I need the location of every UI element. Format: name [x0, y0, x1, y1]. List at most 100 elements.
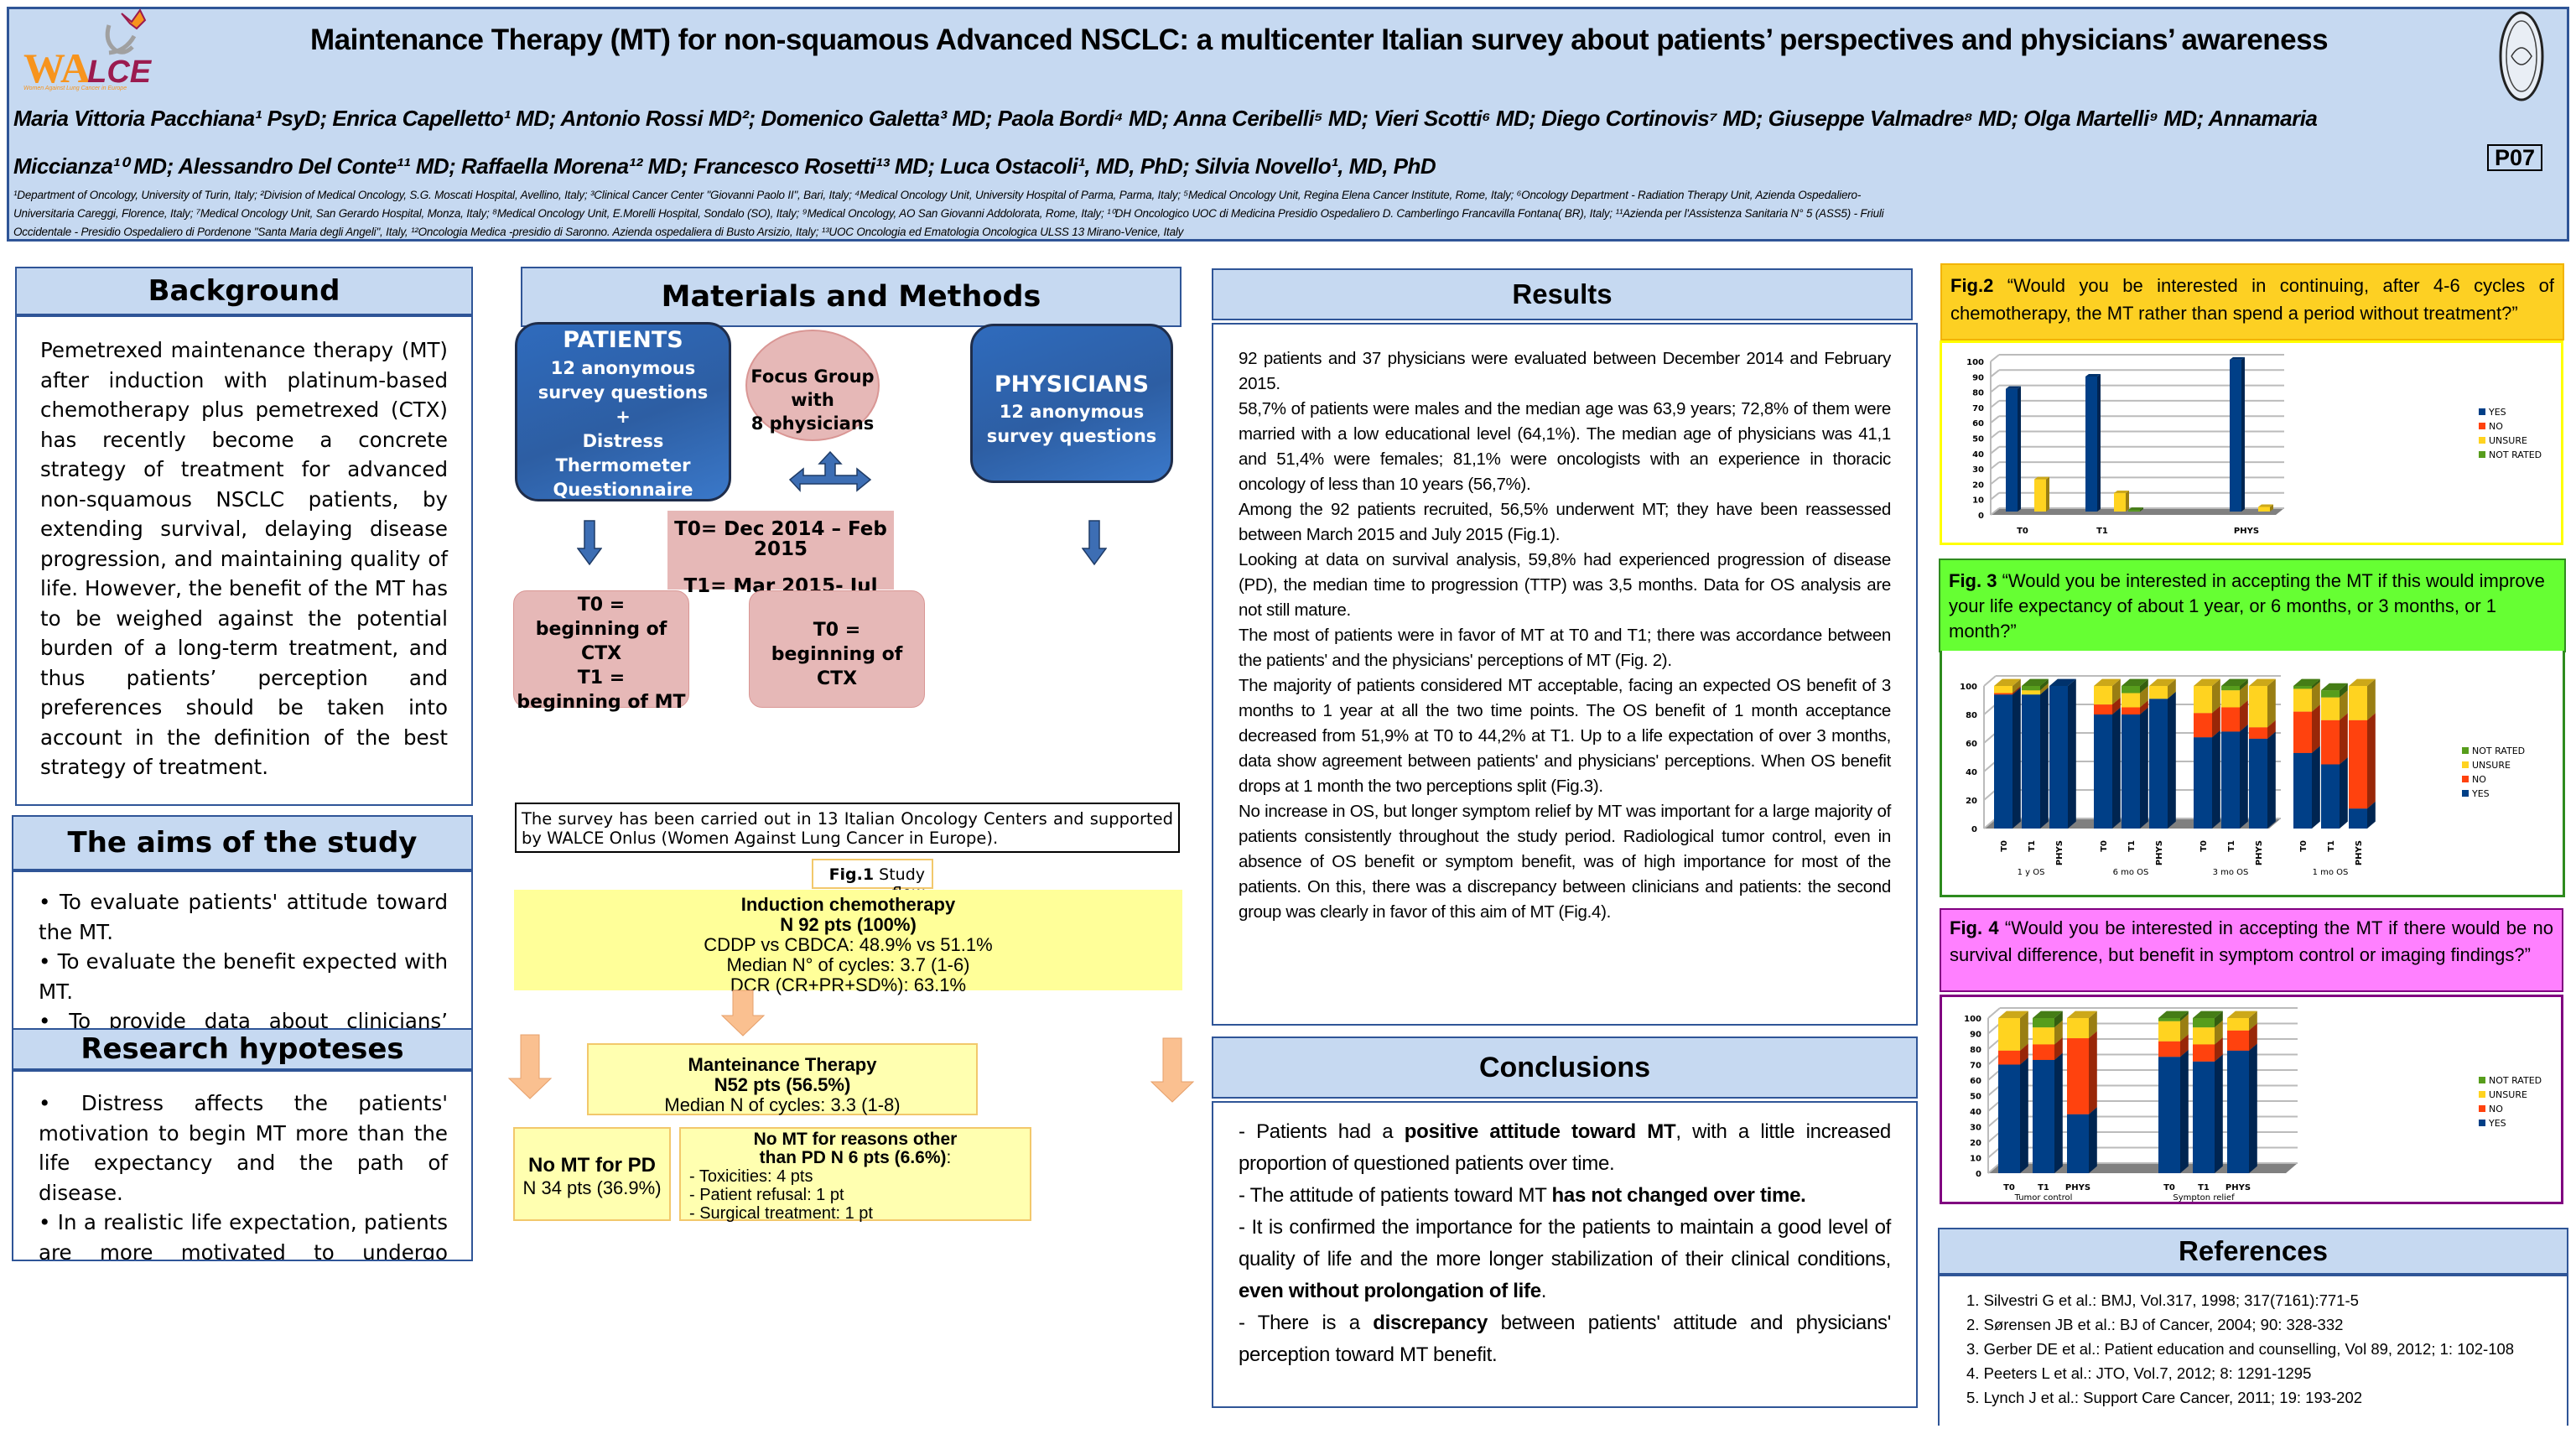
- maintenance-title: Manteinance Therapy: [688, 1054, 877, 1075]
- bar-segment-unsure-side: [2112, 678, 2121, 705]
- legend-swatch: [2479, 451, 2485, 458]
- bar-yes-side: [2097, 373, 2101, 512]
- fig4-caption: Fig. 4 “Would you be interested in accep…: [1940, 908, 2563, 992]
- group-label: 1 y OS: [2018, 868, 2045, 877]
- bar-yes-top: [2006, 386, 2021, 389]
- x-tick-label: PHYS: [2055, 840, 2064, 865]
- references-section: 1. Silvestri G et al.: BMJ, Vol.317, 199…: [1938, 1275, 2568, 1426]
- bar-segment-yes-side: [2212, 730, 2220, 829]
- bar-segment-not-rated-side: [2040, 678, 2049, 691]
- gridline-diag: [1983, 761, 1997, 772]
- patients-title: PATIENTS: [563, 327, 683, 353]
- group-label: 6 mo OS: [2113, 868, 2149, 877]
- bar-segment-no-side: [2020, 1043, 2028, 1065]
- legend-label: NOT RATED: [2472, 746, 2525, 756]
- y-tick-label: 90: [1970, 1031, 1981, 1040]
- induction-title: Induction chemotherapy: [740, 894, 956, 915]
- legend-swatch: [2479, 437, 2485, 444]
- bar-segment-yes: [2249, 738, 2267, 829]
- bar-segment-no-side: [2312, 704, 2320, 753]
- x-tick-label: PHYS: [2255, 840, 2264, 865]
- bar-segment-not-rated-top: [2033, 1011, 2063, 1018]
- no-mt-reasons: - Toxicities: 4 pts- Patient refusal: 1 …: [689, 1167, 873, 1223]
- bar-yes-top: [2085, 373, 2101, 377]
- induction-box: Induction chemotherapy N 92 pts (100%) C…: [514, 890, 1182, 995]
- bar-segment-no: [2122, 707, 2140, 714]
- bar-unsure-side: [2270, 504, 2273, 512]
- bar-segment-unsure: [2321, 697, 2340, 720]
- bar-segment-unsure-top: [1994, 678, 2021, 686]
- reference-item: 5. Lynch J et al.: Support Care Cancer, …: [1966, 1389, 2363, 1406]
- bar-yes-top: [2230, 356, 2245, 360]
- bar-segment-no: [2349, 720, 2367, 809]
- maintenance-box: Manteinance Therapy N52 pts (56.5%) Medi…: [587, 1043, 978, 1115]
- bar-segment-no: [2227, 1030, 2249, 1051]
- x-tick-label: PHYS: [2065, 1183, 2090, 1192]
- background-section: Pemetrexed maintenance therapy (MT) afte…: [15, 315, 473, 806]
- results-paragraph: Among the 92 patients recruited, 56,5% u…: [1239, 500, 1891, 544]
- legend-swatch: [2462, 761, 2469, 768]
- bar-segment-unsure: [2349, 686, 2367, 720]
- bar-segment-not-rated: [2293, 686, 2312, 689]
- reference-item: 1. Silvestri G et al.: BMJ, Vol.317, 199…: [1966, 1291, 2359, 1309]
- bar-unsure-side: [2126, 491, 2129, 512]
- bar-segment-not-rated-side: [2312, 678, 2320, 689]
- bar-segment-yes: [1994, 694, 2012, 829]
- bar-segment-not-rated-top: [2158, 1011, 2189, 1018]
- bar-segment-not-rated: [2158, 1018, 2180, 1021]
- bar-segment-unsure: [2022, 690, 2040, 695]
- bar-segment-not-rated: [2193, 1018, 2215, 1028]
- bar-segment-no-side: [2112, 697, 2121, 714]
- bar-segment-no-side: [2212, 705, 2220, 738]
- bar-segment-unsure-side: [2040, 683, 2049, 695]
- bar-segment-no-side: [2054, 1037, 2063, 1060]
- y-tick-label: 60: [1972, 419, 1984, 429]
- y-tick-label: 60: [1970, 1077, 1981, 1086]
- bar-segment-unsure: [2227, 1018, 2249, 1031]
- bar-segment-no: [2194, 713, 2212, 738]
- bar-segment-unsure-side: [2089, 1011, 2097, 1039]
- x-tick-label: PHYS: [2355, 840, 2364, 865]
- bar-segment-not-rated-top: [2321, 683, 2348, 691]
- gridline-diag: [1983, 675, 1997, 687]
- bar-segment-unsure-side: [2367, 678, 2376, 720]
- bar-segment-unsure: [2094, 686, 2112, 705]
- no-mt-pd-title: No MT for PD: [528, 1154, 656, 1177]
- no-mt-pd-box: No MT for PD N 34 pts (36.9%): [513, 1127, 671, 1221]
- bar-segment-unsure-top: [2194, 678, 2220, 686]
- y-tick-label: 100: [1960, 683, 1977, 692]
- x-tick-label: T1: [2227, 840, 2236, 852]
- legend-label: NOT RATED: [2489, 449, 2542, 460]
- x-tick-label: T0: [2000, 840, 2009, 852]
- legend-swatch: [2479, 1120, 2485, 1126]
- legend-label: NOT RATED: [2489, 1075, 2542, 1086]
- hypothesis-item: • Distress affects the patients' motivat…: [39, 1091, 448, 1205]
- bar-segment-no: [2033, 1044, 2054, 1060]
- bar-unsure: [2034, 479, 2046, 512]
- bar-segment-unsure: [2249, 686, 2267, 728]
- bar-segment-unsure-side: [2140, 686, 2148, 708]
- x-tick-label: T1: [2038, 1183, 2049, 1192]
- bar-segment-not-rated-side: [2180, 1011, 2189, 1021]
- bar-segment-no: [1998, 1050, 2020, 1065]
- y-tick-label: 90: [1972, 373, 1984, 382]
- references-heading: References: [1938, 1228, 2568, 1275]
- bar-segment-no-side: [2012, 686, 2021, 695]
- maintenance-line: Median N of cycles: 3.3 (1-8): [664, 1094, 901, 1115]
- bar-segment-unsure-side: [2267, 678, 2276, 728]
- bar-segment-not-rated-top: [2022, 678, 2049, 686]
- bar-segment-unsure-top: [2149, 678, 2176, 686]
- survey-note: The survey has been carried out in 13 It…: [515, 803, 1180, 853]
- gridline-diag: [1990, 430, 2000, 439]
- legend-label: NO: [2489, 421, 2503, 432]
- bar-segment-yes-side: [2089, 1107, 2097, 1173]
- bar-segment-yes: [2149, 699, 2168, 829]
- reference-item: 3. Gerber DE et al.: Patient education a…: [1966, 1340, 2515, 1358]
- bar-segment-yes-side: [2240, 725, 2248, 829]
- results-paragraph: The most of patients were in favor of MT…: [1239, 626, 1891, 670]
- bar-segment-unsure-side: [2020, 1011, 2028, 1051]
